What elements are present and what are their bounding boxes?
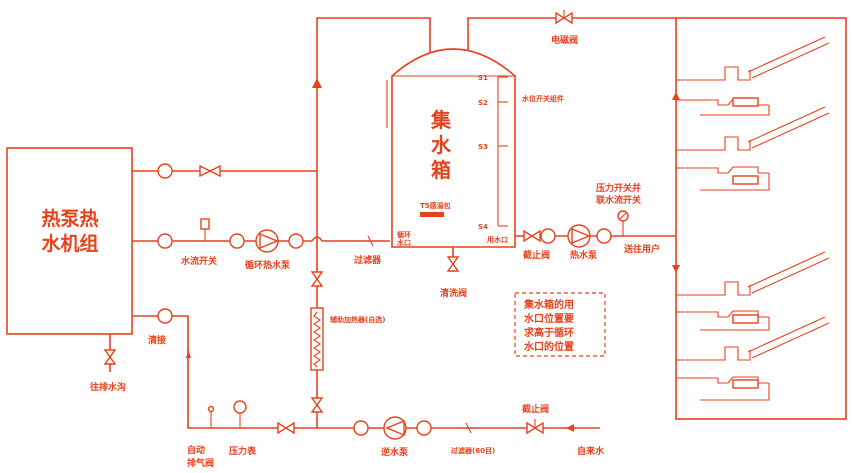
water-intake-label: 清接 [148, 334, 166, 346]
tank-char-1: 集 [430, 108, 452, 132]
filter-icon [460, 422, 476, 434]
hot-pump-label: 热水泵 [570, 249, 598, 261]
note-box [514, 292, 606, 357]
circ-return-label-1: 循环 [397, 230, 411, 239]
water-level-switch-label: 水位开关组件 [522, 94, 564, 103]
pressure-switch-icon [617, 210, 629, 236]
riser-valve-icon [310, 397, 324, 413]
flow-switch-icon [200, 218, 210, 241]
user-loop [675, 17, 847, 420]
collection-tank [386, 48, 516, 248]
auto-vent-label-1: 自动 [187, 444, 205, 456]
pressure-gauge-label: 压力表 [229, 445, 257, 457]
filter-top-label: 过滤器 [354, 254, 382, 266]
union [540, 228, 556, 244]
union [288, 233, 304, 249]
tank-char-3: 箱 [431, 158, 451, 182]
circulation-pump-label: 循环热水泵 [245, 259, 291, 271]
note-line-1: 集水箱的用 [523, 298, 574, 311]
sensor-s2: S2 [478, 99, 488, 107]
union [157, 308, 173, 324]
note-line-4: 水口的位置 [523, 340, 574, 353]
stop-valve-icon [523, 229, 541, 243]
aux-heater-icon [310, 307, 324, 371]
sensor-s4: S4 [478, 223, 488, 231]
flow-arrows [186, 78, 680, 432]
circulation-pump-icon [255, 229, 279, 253]
arrow-left [566, 424, 574, 432]
stop-valve-icon [526, 419, 544, 435]
riser-valve-icon [310, 271, 324, 287]
tap-water-label: 自来水 [577, 445, 605, 457]
shower-icon [696, 251, 830, 331]
arrow-down [672, 265, 680, 273]
heat-pump-label-2: 水机组 [41, 232, 98, 255]
union [157, 233, 173, 249]
pressure-gauge-icon [233, 400, 247, 428]
flow-switch-label: 水流开关 [181, 255, 217, 267]
stop-valve-icon [277, 421, 295, 435]
shower-fixtures [676, 36, 830, 401]
filter-icon [362, 235, 378, 247]
pressure-switch-label-2: 联水流开关 [596, 194, 641, 206]
note-line-2: 水口位置要 [523, 312, 574, 325]
arrow-up [672, 92, 680, 100]
solenoid-valve-icon [555, 10, 573, 25]
aux-heater-label: 辅助加热器(自选) [330, 315, 385, 324]
sensor-s3: S3 [478, 143, 488, 151]
union [596, 228, 612, 244]
union [229, 233, 245, 249]
pipe-unions [157, 163, 612, 436]
stop-valve-right-label: 截止阀 [523, 249, 550, 261]
labels: 热泵热 水机组 集 水 箱 S1 S2 S3 S4 水位开关组件 T5感温包 循… [41, 34, 660, 469]
clean-valve-icon [446, 256, 460, 272]
union [416, 420, 432, 436]
circ-return-label-2: 水口 [397, 238, 411, 247]
auto-vent-icon [207, 405, 215, 428]
shower-icon [696, 36, 830, 116]
note-line-3: 求高于循环 [524, 326, 574, 339]
shower-icon [696, 106, 830, 191]
union [157, 163, 173, 179]
user-outlet-label: 用水口 [487, 235, 508, 244]
drain-label: 往排水沟 [90, 381, 126, 393]
tank-char-2: 水 [431, 133, 452, 157]
stop-valve-bottom-label: 截止阀 [522, 403, 549, 415]
to-user-label: 送往用户 [623, 243, 660, 255]
union [353, 420, 369, 436]
auto-vent-label-2: 排气阀 [187, 457, 214, 469]
arrow-up [186, 350, 191, 358]
shower-icon [696, 316, 830, 401]
solenoid-valve-label: 电磁阀 [551, 34, 578, 46]
gate-valve-icon [199, 164, 221, 178]
filters [362, 235, 476, 434]
clean-valve-label: 清洗阀 [440, 287, 467, 299]
t5-sensor-bar [420, 212, 444, 217]
reverse-pump-icon [383, 416, 407, 440]
valves [103, 10, 573, 435]
hot-water-pump-icon [567, 224, 591, 248]
sensor-s1: S1 [478, 74, 488, 82]
arrow-up [312, 78, 322, 88]
filter-bottom-label: 过滤器(60目) [451, 446, 495, 455]
heat-pump-label-1: 热泵热 [41, 207, 98, 230]
pumps [255, 224, 591, 440]
pressure-switch-label-1: 压力开关并 [596, 182, 641, 194]
t5-label: T5感温包 [420, 201, 451, 210]
reverse-pump-label: 逆水泵 [381, 446, 409, 458]
drain-valve-icon [103, 349, 117, 365]
